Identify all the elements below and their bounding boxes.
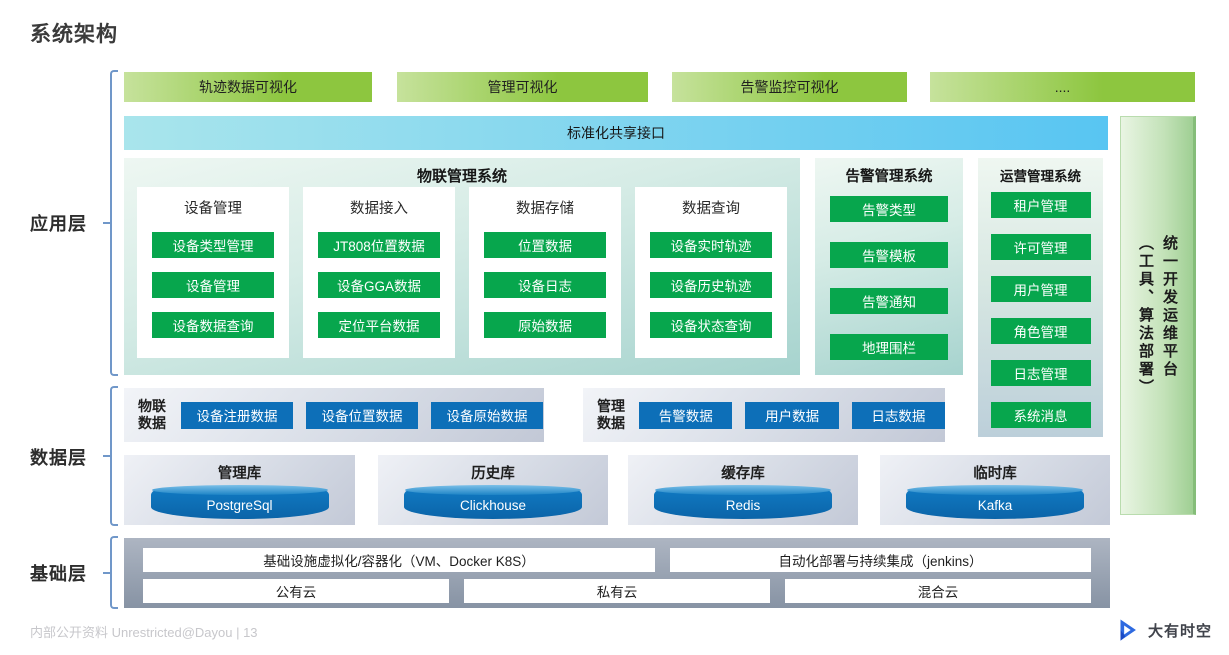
devops-line1: 统一开发运维平台 (1161, 234, 1178, 379)
db-title: 历史库 (471, 466, 515, 482)
infra-layer-bracket (103, 536, 118, 609)
iot-data-group: 物联数据 设备注册数据 设备位置数据 设备原始数据 (124, 388, 544, 442)
alarm-nodes: 告警类型 告警模板 告警通知 地理围栏 (815, 196, 963, 360)
db-engine: Clickhouse (459, 498, 527, 513)
database-cylinder-icon: Redis (654, 485, 832, 519)
node-device-mgmt: 设备管理 (152, 272, 274, 298)
node-device-gga-data: 设备GGA数据 (318, 272, 440, 298)
mgmt-data-label: 管理数据 (597, 398, 625, 431)
node-public-cloud: 公有云 (143, 579, 449, 603)
db-title: 临时库 (973, 466, 1017, 482)
db-engine: PostgreSql (206, 498, 273, 513)
node-location-data: 位置数据 (484, 232, 606, 258)
data-layer-label: 数据层 (30, 448, 87, 468)
node-alarm-type: 告警类型 (830, 196, 948, 222)
node-device-history-track: 设备历史轨迹 (650, 272, 772, 298)
logo-text: 大有时空 (1148, 622, 1213, 640)
node-geo-fence: 地理围栏 (830, 334, 948, 360)
node-more-visualization: .... (930, 72, 1195, 102)
column-title: 数据接入 (350, 201, 408, 217)
ops-nodes: 租户管理 许可管理 用户管理 角色管理 日志管理 系统消息 (978, 192, 1103, 428)
node-alarm-template: 告警模板 (830, 242, 948, 268)
shared-interface-bar: 标准化共享接口 (124, 116, 1108, 150)
db-cache: 缓存库 Redis (628, 455, 858, 525)
node-device-data-query: 设备数据查询 (152, 312, 274, 338)
node-device-status-query: 设备状态查询 (650, 312, 772, 338)
db-history: 历史库 Clickhouse (378, 455, 608, 525)
db-engine: Redis (725, 498, 761, 513)
db-temp: 临时库 Kafka (880, 455, 1110, 525)
alarm-system-panel: 告警管理系统 告警类型 告警模板 告警通知 地理围栏 (815, 158, 963, 375)
iot-system-panel: 物联管理系统 设备管理 设备类型管理 设备管理 设备数据查询 数据接入 JT80… (124, 158, 800, 375)
infra-panel: 基础设施虚拟化/容器化（VM、Docker K8S） 自动化部署与持续集成（je… (124, 538, 1110, 608)
app-layer-label: 应用层 (30, 214, 87, 234)
column-title: 设备管理 (184, 201, 242, 217)
node-alarm-data: 告警数据 (639, 401, 733, 429)
node-tenant-mgmt: 租户管理 (990, 192, 1091, 218)
node-virtualization: 基础设施虚拟化/容器化（VM、Docker K8S） (143, 548, 655, 572)
devops-platform-bar: 统一开发运维平台 （工具、算法部署） (1120, 116, 1196, 515)
iot-columns: 设备管理 设备类型管理 设备管理 设备数据查询 数据接入 JT808位置数据 设… (137, 187, 787, 358)
company-logo: 大有时空 (1114, 617, 1212, 643)
iot-column-data-query: 数据查询 设备实时轨迹 设备历史轨迹 设备状态查询 (635, 187, 787, 358)
node-cicd: 自动化部署与持续集成（jenkins） (670, 548, 1091, 572)
column-title: 数据查询 (682, 201, 740, 217)
node-log-mgmt: 日志管理 (990, 360, 1091, 386)
app-layer-bracket (103, 70, 118, 376)
page-title: 系统架构 (30, 23, 118, 46)
db-engine: Kafka (977, 498, 1013, 513)
iot-column-data-access: 数据接入 JT808位置数据 设备GGA数据 定位平台数据 (303, 187, 455, 358)
db-title: 缓存库 (721, 466, 765, 482)
node-device-log: 设备日志 (484, 272, 606, 298)
alarm-system-title: 告警管理系统 (845, 169, 933, 185)
iot-data-label: 物联数据 (138, 398, 166, 431)
dayou-logo-icon (1120, 619, 1136, 641)
ops-system-panel: 运营管理系统 租户管理 许可管理 用户管理 角色管理 日志管理 系统消息 (978, 158, 1103, 437)
node-private-cloud: 私有云 (464, 579, 770, 603)
node-log-data: 日志数据 (851, 401, 945, 429)
mgmt-data-group: 管理数据 告警数据 用户数据 日志数据 (583, 388, 945, 442)
node-hybrid-cloud: 混合云 (785, 579, 1091, 603)
data-layer-bracket (103, 386, 118, 526)
column-title: 数据存储 (516, 201, 574, 217)
node-role-mgmt: 角色管理 (990, 318, 1091, 344)
database-cylinder-icon: Kafka (906, 485, 1084, 519)
node-device-realtime-track: 设备实时轨迹 (650, 232, 772, 258)
node-device-type-mgmt: 设备类型管理 (152, 232, 274, 258)
node-device-location-data: 设备位置数据 (306, 401, 418, 429)
node-raw-data: 原始数据 (484, 312, 606, 338)
node-device-register-data: 设备注册数据 (181, 401, 293, 429)
db-management: 管理库 PostgreSql (124, 455, 355, 525)
footer-classification: 内部公开资料 Unrestricted@Dayou | 13 (30, 625, 258, 640)
node-system-message: 系统消息 (990, 402, 1091, 428)
node-management-visualization: 管理可视化 (397, 72, 648, 102)
devops-line2: （工具、算法部署） (1137, 234, 1154, 397)
iot-system-title: 物联管理系统 (416, 168, 507, 185)
database-cylinder-icon: Clickhouse (404, 485, 582, 519)
node-alarm-notify: 告警通知 (830, 288, 948, 314)
node-device-raw-data: 设备原始数据 (431, 401, 543, 429)
iot-column-device-mgmt: 设备管理 设备类型管理 设备管理 设备数据查询 (137, 187, 289, 358)
infra-layer-label: 基础层 (30, 564, 87, 584)
node-alarm-monitor-visualization: 告警监控可视化 (672, 72, 907, 102)
node-positioning-platform-data: 定位平台数据 (318, 312, 440, 338)
node-license-mgmt: 许可管理 (990, 234, 1091, 260)
database-cylinder-icon: PostgreSql (150, 485, 329, 519)
iot-column-data-storage: 数据存储 位置数据 设备日志 原始数据 (469, 187, 621, 358)
ops-system-title: 运营管理系统 (1000, 169, 1081, 184)
node-track-visualization: 轨迹数据可视化 (124, 72, 372, 102)
node-user-mgmt: 用户管理 (990, 276, 1091, 302)
db-title: 管理库 (217, 466, 262, 482)
node-jt808-location-data: JT808位置数据 (318, 232, 440, 258)
node-user-data: 用户数据 (745, 401, 839, 429)
devops-platform-label: 统一开发运维平台 （工具、算法部署） (1133, 235, 1181, 397)
